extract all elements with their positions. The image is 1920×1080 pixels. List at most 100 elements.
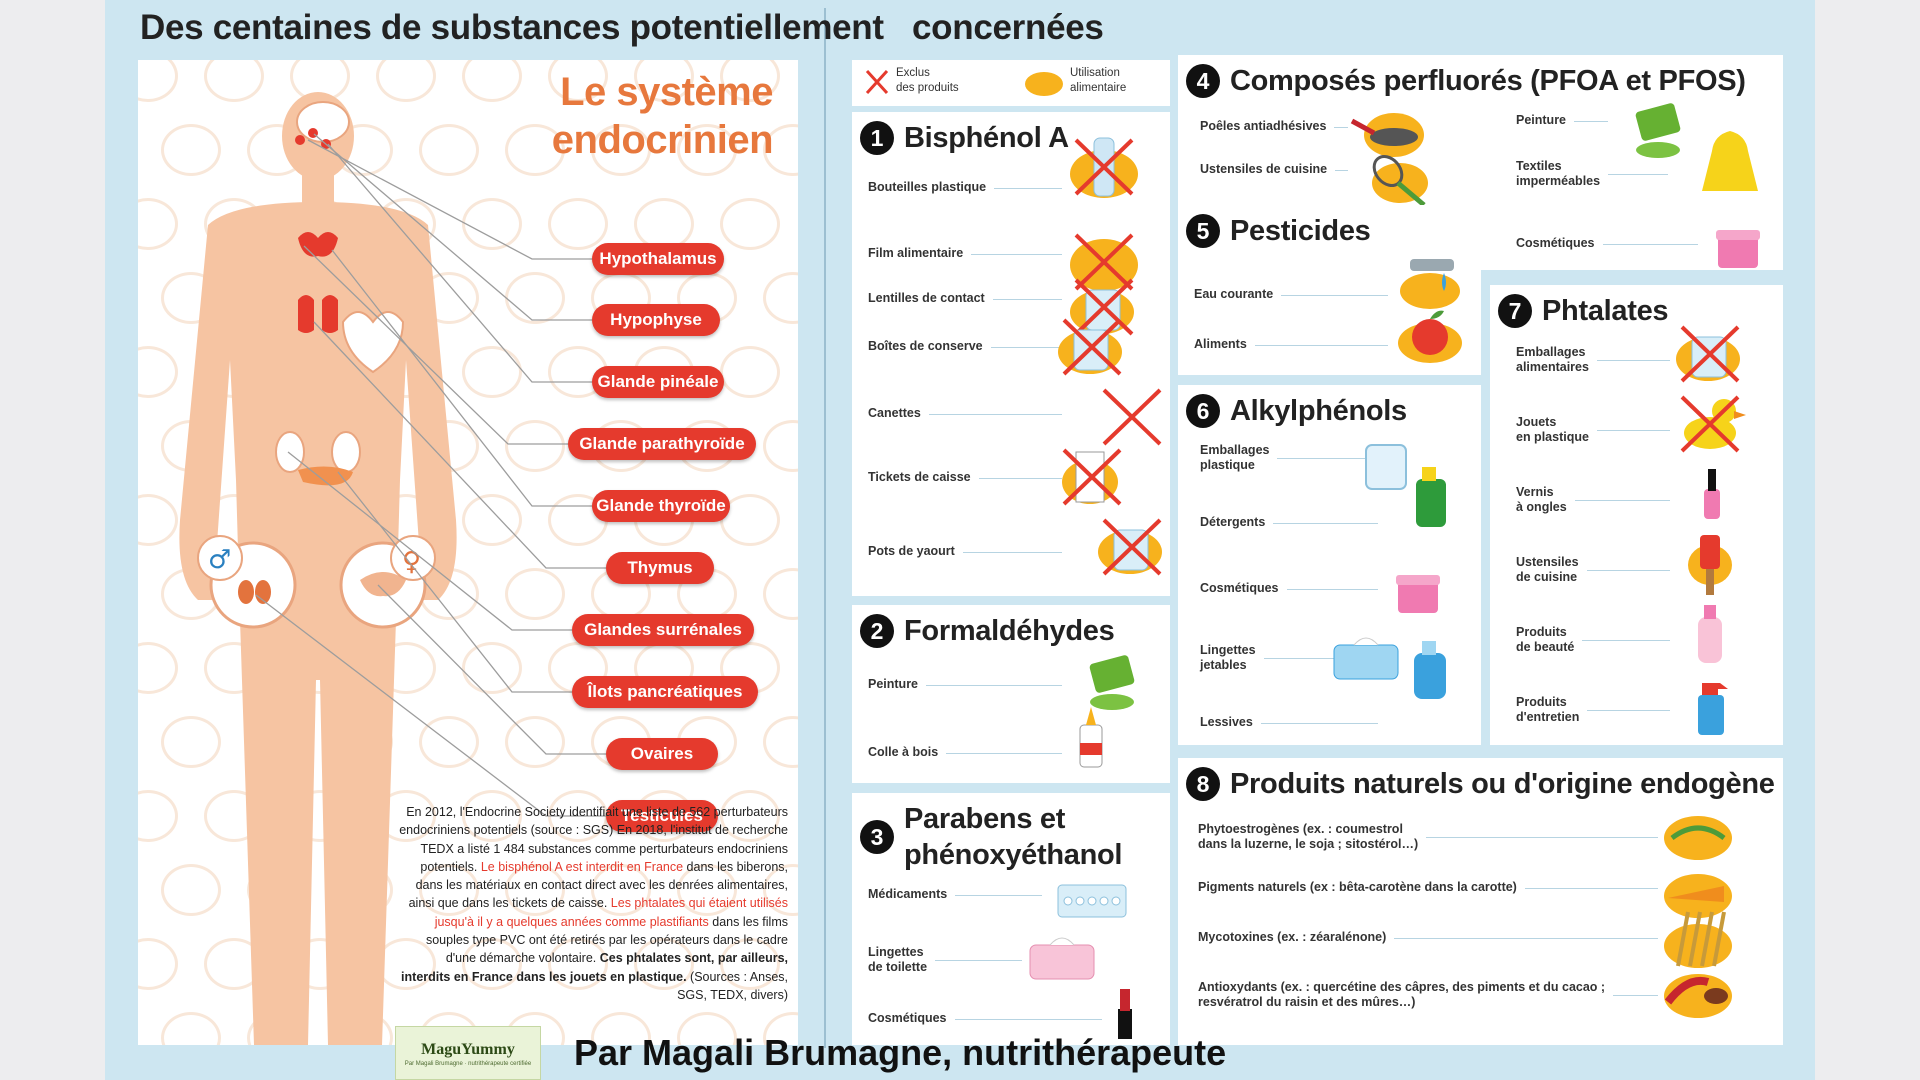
natural-source-icon-1 [1664,874,1732,918]
bpa-product-icon-0 [1070,137,1138,198]
bg-brain-motif [677,864,737,916]
water-tap-icon [1400,259,1460,309]
item-left-0: Poêles antiadhésives [1200,119,1327,133]
wet-wipes-icon [1333,637,1399,680]
lipstick-icon [1118,989,1132,1039]
leader-line-1 [313,133,592,321]
bg-brain-motif [419,124,479,176]
info-note: En 2012, l'Endocrine Society identifiait… [399,805,788,1002]
bg-brain-motif [462,346,522,398]
leader-line-9 [255,594,606,817]
item-2: Cosmétiques [1200,581,1279,595]
leader-line-7 [337,471,572,693]
poster-title: Des centaines de substances potentiellem… [140,8,1104,47]
bpa-product-icon-1 [1070,233,1138,291]
gland-label-2: Glande pinéale [592,366,724,398]
apple-icon [1398,310,1462,363]
leader-line [1597,430,1670,431]
bg-brain-motif [419,864,479,916]
gland-label-7: Îlots pancréatiques [572,676,758,708]
paint-can-icon [1089,655,1135,710]
phtalate-product-icon-3 [1688,535,1732,595]
item-2: Cosmétiques [868,1011,947,1025]
leader-line [1255,344,1388,346]
section-number: 5 [1186,214,1220,248]
phtalate-product-icon-5 [1698,683,1728,735]
item-1: Colle à bois [868,745,939,759]
item-0: Bouteilles plastique [868,180,987,194]
section-number: 7 [1498,294,1532,328]
toilet-wipes-icon [1029,937,1095,980]
leader-line-6 [287,451,572,631]
bg-brain-motif [419,716,479,768]
endocrine-title: Le système endocrinien [551,70,774,162]
bg-brain-motif [763,1012,798,1045]
leader-line [1335,169,1348,171]
leader-line [1277,458,1378,459]
leader-line [929,413,1062,415]
section-number: 2 [860,614,894,648]
gland-label-8: Ovaires [606,738,718,770]
bg-brain-motif [634,938,694,990]
gland-leader-lines [255,133,606,817]
leader-line [1394,937,1658,939]
leader-line [1613,995,1658,996]
bg-brain-motif [161,716,221,768]
bg-brain-motif [720,60,780,102]
phtalate-product-icon-0 [1676,325,1740,383]
whisk-icon [1372,155,1428,207]
bg-brain-motif [462,938,522,990]
bg-brain-motif [138,346,178,398]
leader-line-2 [327,143,592,383]
bpa-product-icon-6 [1098,518,1162,576]
author-footer: Par Magali Brumagne, nutrithérapeute [574,1032,1227,1073]
item-5: Tickets de caisse [868,470,971,484]
male-symbol-icon: ♂ [208,545,231,575]
leader-line [935,960,1022,961]
leader-line [1603,243,1698,245]
gland-label-0: Hypothalamus [592,243,724,275]
raincoat-icon [1702,131,1758,191]
cream-jar-icon [1716,230,1760,268]
leader-line-3 [303,245,568,445]
thymus-icon [298,295,338,333]
item-1: Détergents [1200,515,1266,529]
bg-brain-motif [677,124,737,176]
leader-line [1334,126,1348,128]
phtalate-product-icon-1 [1680,395,1746,453]
bg-brain-motif [505,864,565,916]
bg-brain-motif [462,198,522,250]
item-right-2: Cosmétiques [1516,236,1595,250]
leader-line [963,551,1062,553]
bg-brain-motif [505,716,565,768]
cosmetic-jar-icon [1396,575,1440,613]
section-number: 3 [860,820,894,854]
section-number: 4 [1186,64,1220,98]
leader-line [993,298,1062,300]
leader-line [971,253,1062,255]
orange-dot-icon [1025,72,1063,96]
bg-brain-motif [204,60,264,102]
leader-line [1587,710,1670,711]
natural-source-icon-2 [1664,911,1732,968]
bpa-product-icon-5 [1062,448,1122,506]
gland-label-1: Hypophyse [592,304,720,336]
leader-line [955,1018,1102,1020]
item-0: Peinture [868,677,919,691]
leader-line [1574,120,1608,122]
bg-brain-motif [462,60,522,102]
